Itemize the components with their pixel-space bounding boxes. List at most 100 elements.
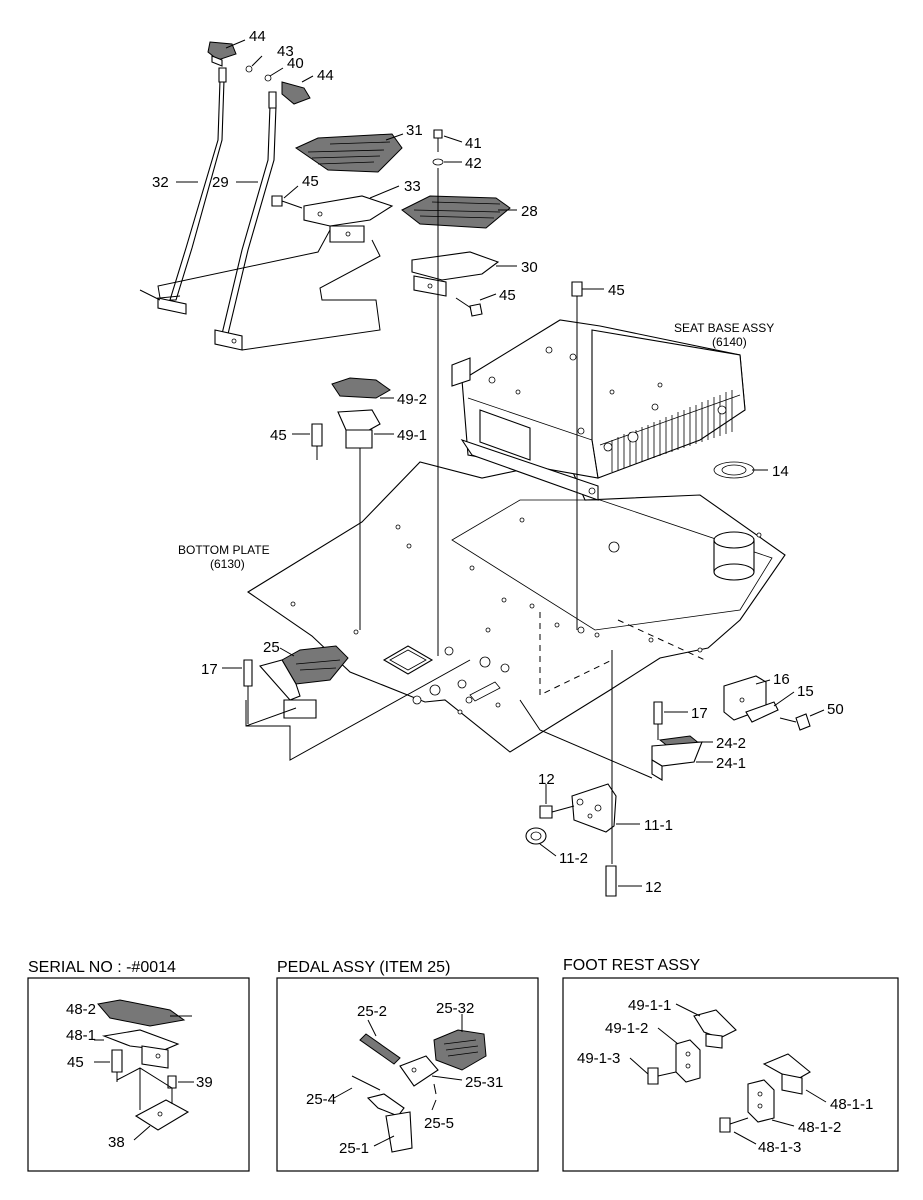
seat-base-assy [451, 319, 746, 501]
callout-43: 43 [277, 43, 294, 60]
callout-leaders [176, 39, 825, 887]
callout-41: 41 [465, 135, 482, 152]
callout-labels: 44 43 40 44 31 41 42 32 29 45 33 28 30 4… [152, 28, 844, 896]
part-48-2 [97, 999, 186, 1027]
bolt-48-1-3 [719, 1117, 749, 1133]
callout-45-seat: 45 [608, 282, 625, 299]
pedal-31 [294, 133, 403, 173]
bottom-plate-label: BOTTOM PLATE [178, 543, 270, 557]
callout-12-bottom: 12 [645, 879, 662, 896]
serial-section: SERIAL NO : -#0014 48-2 48-1 45 39 38 [27, 959, 250, 1172]
seat-base-code: (6140) [712, 335, 747, 349]
callout-25-4: 25-4 [306, 1091, 336, 1108]
pedal-28 [401, 195, 511, 229]
bracket-33 [303, 195, 394, 243]
callout-45-pedal: 45 [302, 173, 319, 190]
callout-15: 15 [797, 683, 814, 700]
callout-25-5: 25-5 [424, 1115, 454, 1132]
lever-32 [157, 79, 225, 315]
footrest-section: FOOT REST ASSY 49 [562, 957, 899, 1172]
callout-49-2: 49-2 [397, 391, 427, 408]
foot-rest-49-2 [331, 377, 391, 399]
callout-28: 28 [521, 203, 538, 220]
bracket-15 [745, 701, 779, 723]
callout-25-1: 25-1 [339, 1140, 369, 1157]
pedal-24-1 [651, 741, 703, 781]
callout-29: 29 [212, 174, 229, 191]
washer-42 [432, 158, 444, 166]
plate-38 [134, 1099, 190, 1131]
callout-50: 50 [827, 701, 844, 718]
callout-11-1: 11-1 [644, 817, 673, 834]
bottom-plate-code: (6130) [210, 557, 245, 571]
callout-49-1-1: 49-1-1 [628, 997, 671, 1014]
callout-12-side: 12 [538, 771, 555, 788]
part-25-2 [359, 1033, 401, 1065]
callout-31: 31 [406, 122, 423, 139]
knob-44-right [281, 81, 311, 105]
bolt-45-foot [311, 423, 323, 460]
callout-48-2: 48-2 [66, 1001, 96, 1018]
bolt-49-1-3 [647, 1067, 677, 1085]
callout-17-right: 17 [691, 705, 708, 722]
callout-49-1: 49-1 [397, 427, 427, 444]
callout-48-1-1: 48-1-1 [830, 1096, 873, 1113]
lever-rod-ends [218, 67, 277, 109]
part-48-1-1 [762, 1053, 811, 1095]
part-49-1-2 [675, 1039, 701, 1083]
bolt-12-bottom [605, 865, 617, 897]
callout-48-1-2: 48-1-2 [798, 1119, 841, 1136]
callout-24-1: 24-1 [716, 755, 746, 772]
callout-30: 30 [521, 259, 538, 276]
bolt-45-bracket [455, 297, 483, 317]
bracket-30 [411, 251, 500, 297]
callout-25-2: 25-2 [357, 1003, 387, 1020]
callout-38: 38 [108, 1134, 125, 1151]
bolt-45-seat [571, 281, 583, 312]
part-48-1 [101, 1029, 180, 1069]
bolt-45-pedal [271, 195, 303, 209]
main-exploded-view: 44 43 40 44 31 41 42 32 29 45 33 28 30 4… [139, 28, 844, 897]
callout-40: 40 [287, 55, 304, 72]
pin-25-4 [351, 1075, 381, 1091]
callout-25-32: 25-32 [436, 1000, 474, 1017]
washer-40 [264, 74, 272, 82]
foot-rest-49-1 [337, 409, 381, 449]
bolt-41 [433, 129, 443, 152]
callout-45-serial: 45 [67, 1054, 84, 1071]
part-25-32 [433, 1029, 487, 1071]
post [713, 531, 755, 581]
footrest-section-title: FOOT REST ASSY [563, 957, 701, 974]
callout-25: 25 [263, 639, 280, 656]
serial-section-title: SERIAL NO : -#0014 [28, 959, 176, 976]
callout-24-2: 24-2 [716, 735, 746, 752]
callout-39: 39 [196, 1074, 213, 1091]
seat-base-louvers [611, 390, 733, 472]
callout-16: 16 [773, 671, 790, 688]
callout-32: 32 [152, 174, 169, 191]
plate-holes [290, 517, 762, 715]
part-49-1-1 [693, 1009, 737, 1049]
lever-29 [214, 105, 277, 351]
bolt-17-left [243, 659, 253, 724]
bolt-39 [167, 1075, 177, 1089]
callout-11-2: 11-2 [559, 850, 588, 867]
callout-42: 42 [465, 155, 482, 172]
seat-base-holes [488, 346, 727, 495]
pedal-section: PEDAL ASSY (ITEM 25) 25-2 25-32 25-31 25… [276, 959, 539, 1172]
callout-45-foot: 45 [270, 427, 287, 444]
callout-49-1-3: 49-1-3 [577, 1050, 620, 1067]
callout-44-right: 44 [317, 67, 334, 84]
part-48-1-2 [747, 1079, 775, 1123]
bottom-plate [246, 461, 786, 753]
callout-48-1-3: 48-1-3 [758, 1139, 801, 1156]
callout-45-bracket: 45 [499, 287, 516, 304]
callout-49-1-2: 49-1-2 [605, 1020, 648, 1037]
part-25-31 [399, 1055, 439, 1087]
callout-33: 33 [404, 178, 421, 195]
footrest-section-frame [562, 977, 899, 1172]
callout-14: 14 [772, 463, 789, 480]
bolt-45-serial [111, 1049, 123, 1082]
part-25-1 [366, 1093, 413, 1153]
connector-lines [139, 168, 653, 864]
